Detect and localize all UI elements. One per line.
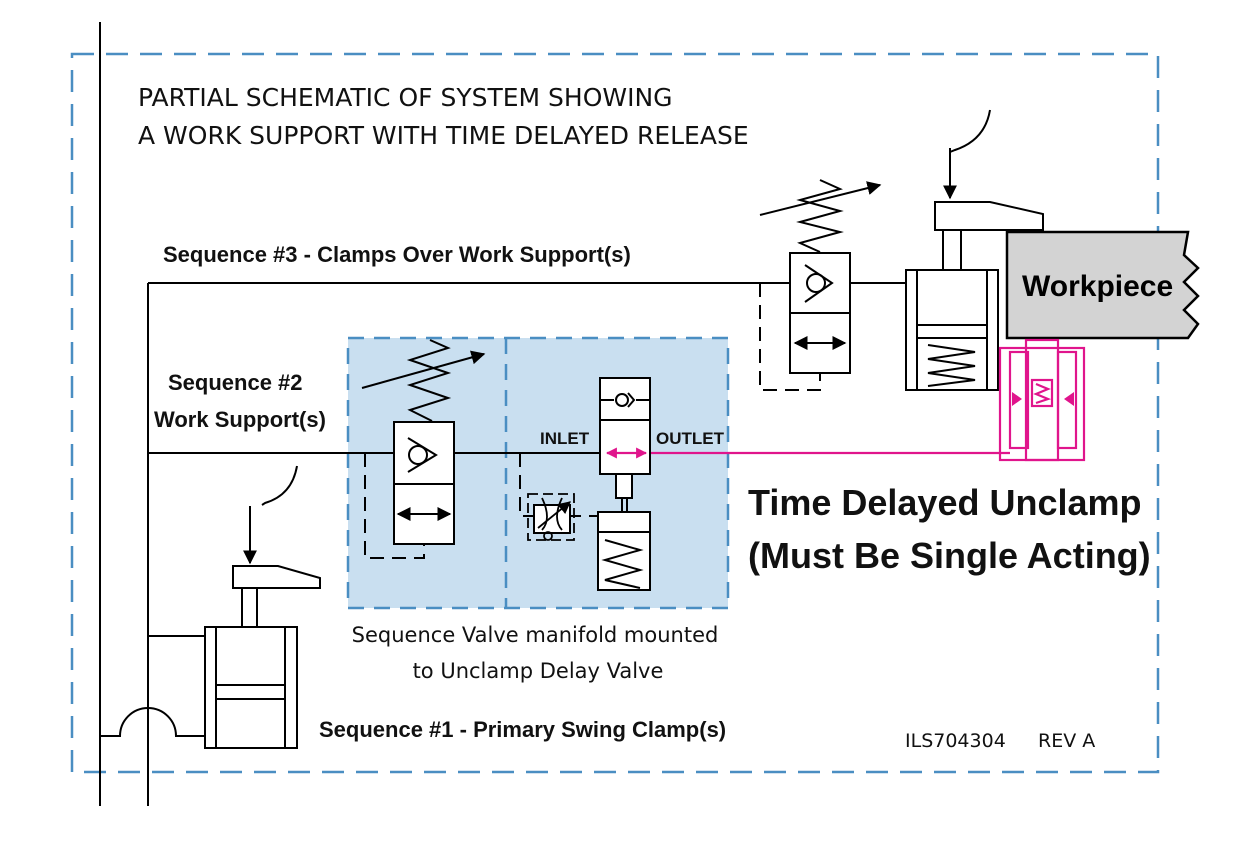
- clamp-cylinder-3: [905, 109, 1044, 391]
- time-delayed-unclamp-label: Time Delayed Unclamp: [748, 482, 1142, 523]
- unclamp-delay-valve: [519, 377, 651, 591]
- manifold-caption-line-1: Sequence Valve manifold mounted: [352, 623, 719, 647]
- workpiece-label: Workpiece: [1022, 270, 1173, 303]
- sequence-valve-2: [361, 339, 486, 559]
- title-line-1: PARTIAL SCHEMATIC OF SYSTEM SHOWING: [138, 83, 673, 112]
- revision-label: REV A: [1038, 730, 1095, 752]
- sequence-2-label-line-2: Work Support(s): [154, 407, 326, 432]
- sequence-2-label-line-1: Sequence #2: [168, 370, 303, 395]
- outlet-label: OUTLET: [656, 429, 725, 448]
- inlet-label: INLET: [540, 429, 590, 448]
- sequence-valve-3: [759, 179, 882, 391]
- clamp-cylinder-1: [204, 465, 321, 749]
- sequence-3-label: Sequence #3 - Clamps Over Work Support(s…: [163, 242, 631, 267]
- single-acting-note: (Must Be Single Acting): [748, 535, 1151, 576]
- drawing-number: ILS704304: [905, 730, 1006, 752]
- drawing-border: [70, 52, 1160, 774]
- title-line-2: A WORK SUPPORT WITH TIME DELAYED RELEASE: [138, 121, 749, 150]
- manifold-caption-line-2: to Unclamp Delay Valve: [413, 659, 664, 683]
- sequence-1-label: Sequence #1 - Primary Swing Clamp(s): [319, 717, 726, 742]
- supply-lines: [99, 22, 915, 806]
- work-support: [640, 338, 1086, 462]
- workpiece: Workpiece: [1005, 230, 1200, 340]
